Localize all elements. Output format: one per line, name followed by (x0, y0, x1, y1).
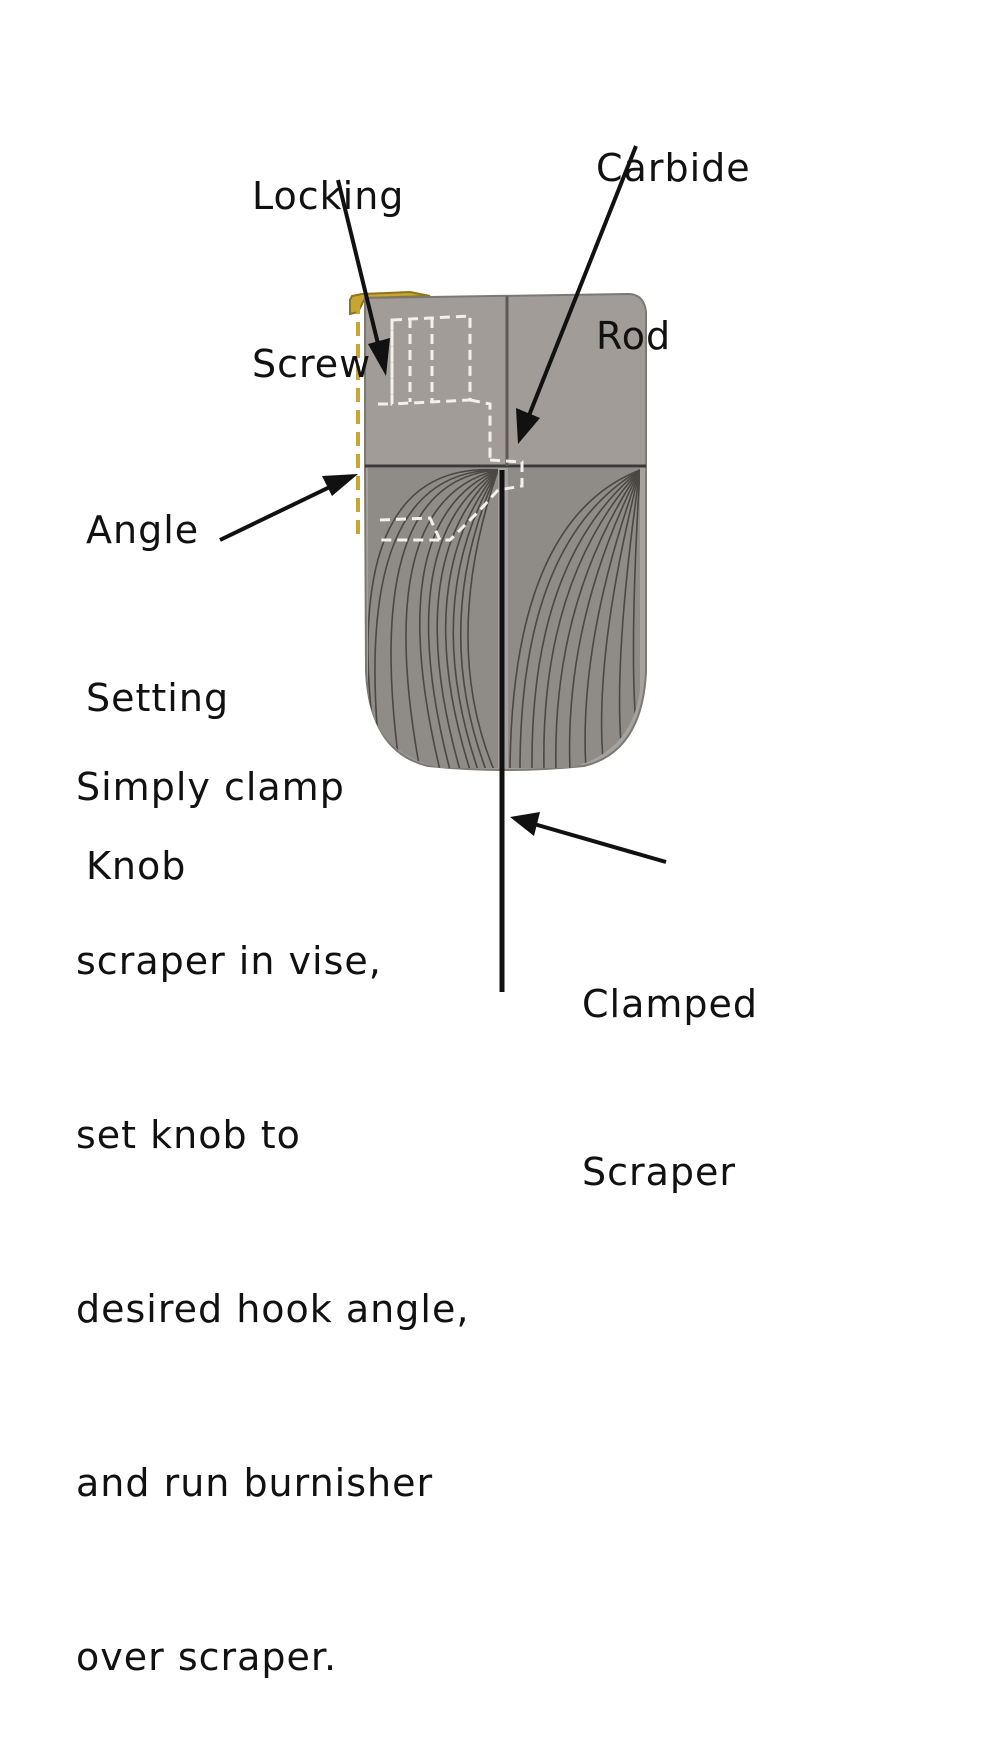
hidden-lines-locking-screw (378, 314, 524, 542)
label-line: Clamped (582, 982, 759, 1026)
instruction-line: desired hook angle, (76, 1287, 470, 1331)
label-clamped-scraper: Clamped Scraper (582, 864, 758, 1256)
leader-clamped-scraper (510, 812, 667, 864)
leader-carbide-rod (516, 145, 638, 444)
label-locking-screw: Locking Screw (252, 56, 404, 448)
label-line: Locking (252, 174, 405, 218)
label-line: Screw (252, 342, 372, 386)
label-line: Scraper (582, 1150, 737, 1194)
instruction-line: over scraper. (76, 1635, 338, 1679)
right-lobe-hatching (508, 468, 640, 768)
label-line: Knob (86, 844, 187, 888)
instruction-line: and run burnisher (76, 1461, 434, 1505)
instruction-line: scraper in vise, (76, 939, 382, 983)
label-line: Setting (86, 676, 230, 720)
burnisher-diagram (219, 145, 667, 992)
label-angle-setting-knob: Angle Setting Knob (86, 390, 229, 950)
label-carbide-rod: Carbide Rod (596, 28, 751, 420)
instructions-text: Simply clamp scraper in vise, set knob t… (76, 642, 469, 1744)
leader-angle-setting-knob (219, 474, 358, 542)
instruction-line: Simply clamp (76, 765, 345, 809)
instruction-line: set knob to (76, 1113, 301, 1157)
label-line: Carbide (596, 146, 751, 190)
label-line: Angle (86, 508, 200, 552)
left-lobe-hatching (368, 468, 498, 768)
label-line: Rod (596, 314, 672, 358)
leader-locking-screw (336, 179, 390, 376)
